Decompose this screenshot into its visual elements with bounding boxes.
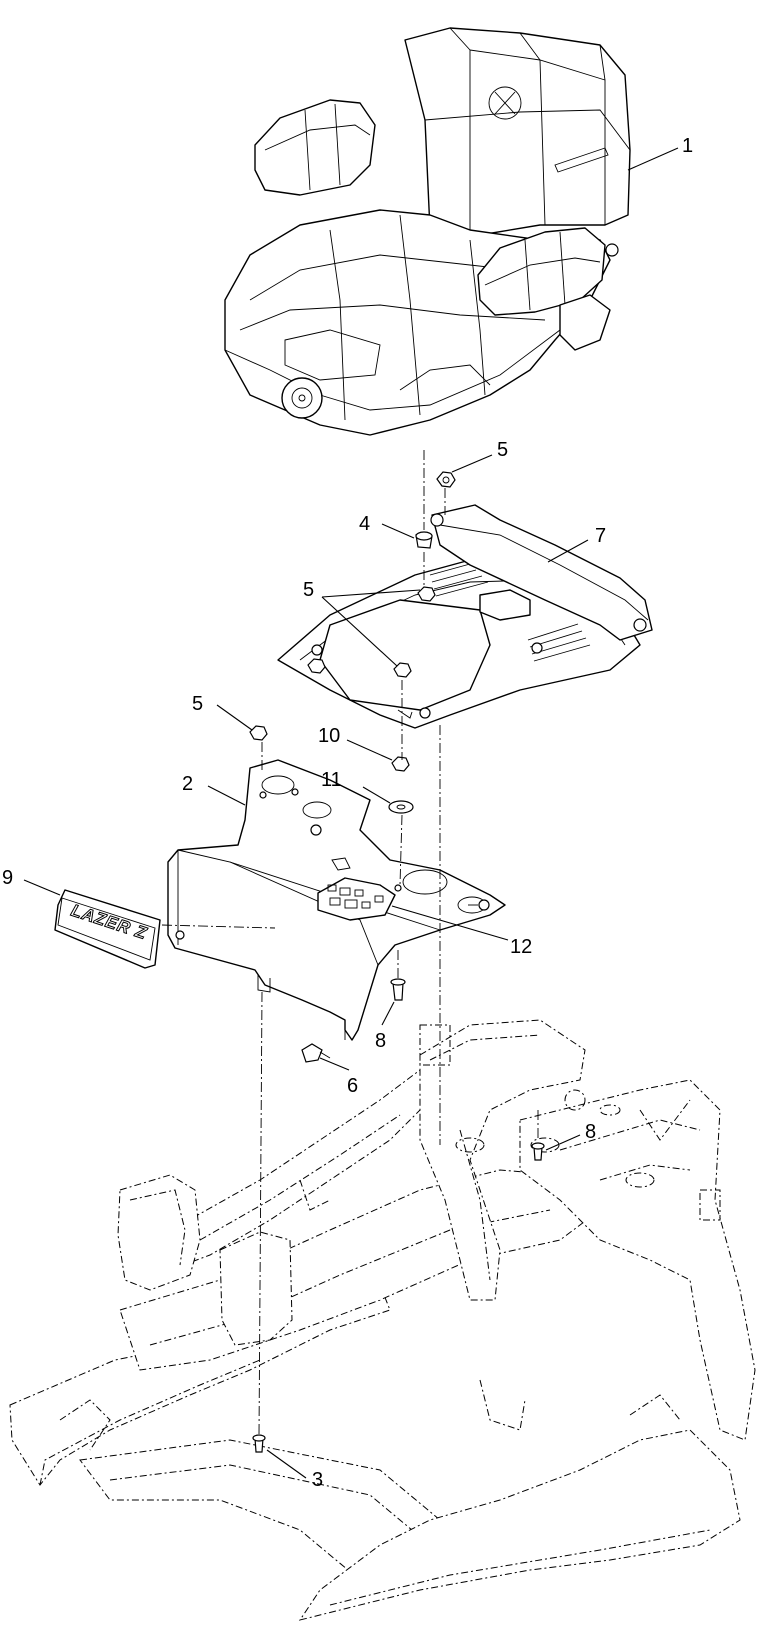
callout-1: 1: [682, 135, 693, 157]
callout-5-plate: 5: [303, 579, 314, 601]
callout-4: 4: [359, 513, 370, 535]
seat-mount-plate: [277, 504, 653, 729]
assembly-centerlines: [161, 450, 539, 1436]
seat-assembly: [224, 27, 631, 436]
callout-5-pod: 5: [192, 693, 203, 715]
mower-frame: [9, 1019, 756, 1621]
callout-labels: 1 2 3 4 5 5 5 6 7 8 8 9 10 11 12: [2, 135, 693, 1491]
control-decal: [317, 877, 396, 921]
callout-10: 10: [318, 725, 340, 747]
callout-8-frame: 8: [585, 1121, 596, 1143]
hardware: [249, 471, 545, 1453]
callout-9: 9: [2, 867, 13, 889]
vent-slots: [429, 563, 591, 662]
callout-5-top: 5: [497, 439, 508, 461]
callout-2: 2: [182, 773, 193, 795]
callout-6: 6: [347, 1075, 358, 1097]
callout-3: 3: [312, 1469, 323, 1491]
callout-7: 7: [595, 525, 606, 547]
callout-11: 11: [321, 769, 342, 791]
callout-leaders: [23, 147, 679, 1479]
seat-knob-icon: [281, 377, 323, 419]
callout-8-pod: 8: [375, 1030, 386, 1052]
seat-logo-icon: [488, 86, 522, 120]
callout-12: 12: [510, 936, 532, 958]
lazer-z-decal: LAZER Z: [54, 889, 161, 969]
